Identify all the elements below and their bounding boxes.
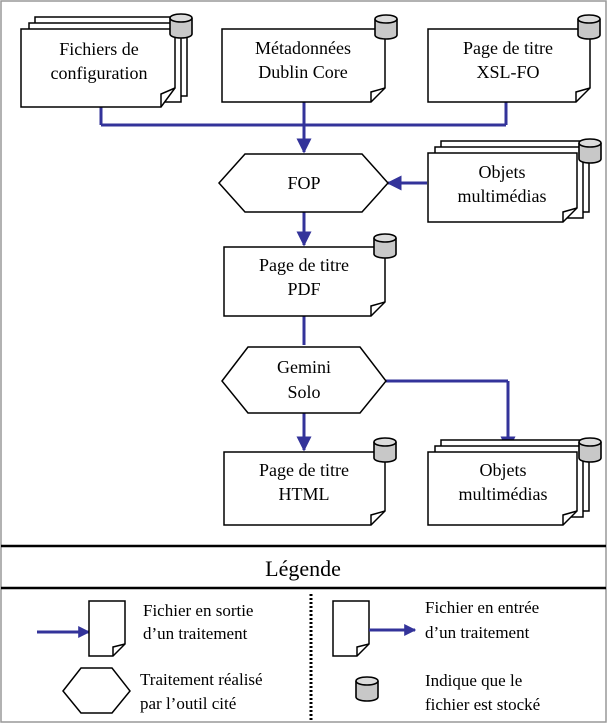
node-fop: FOP	[217, 153, 390, 213]
legend-output-file-line1: Fichier en sortie	[143, 601, 253, 620]
node-label-line1: Objets	[479, 162, 526, 182]
node-xslfo-title: Page de titre XSL-FO	[427, 14, 601, 103]
node-pdf-title: Page de titre PDF	[223, 233, 397, 317]
legend-storage-cylinder-icon	[355, 676, 379, 702]
node-label-line2: XSL-FO	[476, 62, 539, 82]
node-html-title: Page de titre HTML	[223, 437, 397, 526]
node-label-line2: PDF	[287, 279, 320, 299]
node-label-line1: Page de titre	[463, 38, 553, 58]
storage-cylinder-icon	[578, 437, 602, 463]
legend-process-line1: Traitement réalisé	[140, 670, 263, 689]
node-label-line1: Gemini	[277, 357, 331, 377]
legend-input-file-line2: d’un traitement	[425, 623, 530, 642]
node-gemini-solo: Gemini Solo	[221, 346, 387, 414]
storage-cylinder-icon	[374, 14, 398, 40]
node-label-line2: HTML	[279, 484, 330, 504]
node-label-line2: configuration	[51, 63, 148, 83]
connectors	[99, 102, 516, 452]
node-label-line1: Objets	[480, 460, 527, 480]
legend-input-file-icon	[332, 600, 417, 657]
legend-process-line2: par l’outil cité	[140, 694, 236, 713]
node-config-files: Fichiers de configuration	[20, 13, 193, 108]
node-label-line1: Page de titre	[259, 460, 349, 480]
storage-cylinder-icon	[578, 138, 602, 164]
node-label-line2: Solo	[287, 382, 320, 402]
node-label-line2: multimédias	[459, 484, 548, 504]
legend-output-file-line2: d’un traitement	[143, 624, 248, 643]
legend-output-file-icon	[37, 600, 126, 657]
storage-cylinder-icon	[169, 13, 193, 39]
node-label-line1: FOP	[287, 173, 320, 193]
legend-stored-line2: fichier est stocké	[425, 695, 540, 714]
node-multimedia-output: Objets multimédias	[427, 437, 602, 526]
legend-title: Légende	[265, 556, 341, 581]
node-label-line1: Fichiers de	[59, 39, 138, 59]
legend-process-hexagon-icon	[62, 667, 131, 714]
node-label-line1: Page de titre	[259, 255, 349, 275]
storage-cylinder-icon	[373, 233, 397, 259]
node-dublin-core: Métadonnées Dublin Core	[221, 14, 398, 103]
node-label-line2: Dublin Core	[258, 62, 348, 82]
legend: Légende Fichier en sortie d’un traitemen…	[1, 544, 606, 722]
node-label-line2: multimédias	[458, 186, 547, 206]
storage-cylinder-icon	[373, 437, 397, 463]
node-label-line1: Métadonnées	[255, 38, 351, 58]
legend-stored-line1: Indique que le	[425, 671, 522, 690]
storage-cylinder-icon	[577, 14, 601, 40]
node-multimedia-input: Objets multimédias	[427, 138, 602, 223]
legend-input-file-line1: Fichier en entrée	[425, 598, 539, 617]
